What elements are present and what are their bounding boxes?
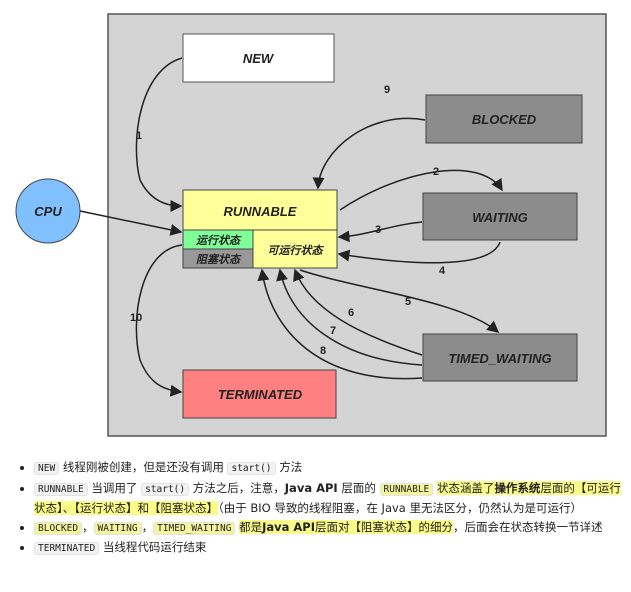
state-runnable-label: RUNNABLE: [224, 204, 297, 219]
transition-10: 10: [130, 312, 142, 324]
arrow-9: [312, 117, 426, 190]
state-notes: NEW 线程刚被创建，但是还没有调用 start() 方法 RUNNABLE 当…: [18, 458, 628, 559]
state-os-blocked-label: 阻塞状态: [196, 253, 242, 266]
note-terminated: TERMINATED 当线程代码运行结束: [34, 538, 628, 559]
note-blocked-waiting: BLOCKED，WAITING，TIMED_WAITING 都是Java API…: [34, 518, 628, 539]
arrow-2: [339, 169, 503, 211]
transition-7: 7: [330, 325, 336, 337]
state-waiting: [422, 192, 578, 241]
state-blocked-label: BLOCKED: [472, 112, 537, 127]
state-timed-waiting: [422, 333, 578, 382]
state-ready: [252, 229, 338, 269]
cpu-node: [15, 178, 81, 244]
state-terminated-label: TERMINATED: [218, 387, 303, 402]
arrow-cpu: [79, 210, 183, 236]
arrow-1: [135, 57, 183, 212]
note-runnable: RUNNABLE 当调用了 start() 方法之后，注意，Java API 层…: [34, 479, 628, 518]
state-timed-waiting-label: TIMED_WAITING: [448, 351, 551, 366]
arrow-10: [135, 244, 183, 397]
state-running-label: 运行状态: [196, 234, 242, 247]
state-new-label: NEW: [243, 51, 275, 66]
state-terminated: [182, 369, 337, 419]
transition-8: 8: [320, 345, 326, 357]
thread-state-diagram: NEW BLOCKED RUNNABLE 运行状态 阻塞状态 可运行状态 WAI…: [15, 13, 607, 437]
state-ready-label: 可运行状态: [268, 244, 325, 257]
arrow-6: [293, 268, 423, 356]
transition-5: 5: [405, 296, 411, 308]
transition-6: 6: [348, 307, 354, 319]
arrow-3: [337, 221, 423, 243]
transition-4: 4: [439, 265, 446, 277]
state-runnable: [182, 189, 338, 231]
transition-2: 2: [433, 166, 439, 178]
arrow-8: [257, 268, 423, 380]
transition-9: 9: [384, 84, 390, 96]
state-waiting-label: WAITING: [472, 210, 528, 225]
cpu-label: CPU: [34, 204, 62, 219]
arrow-5: [299, 269, 500, 333]
state-new: [182, 33, 335, 83]
transition-1: 1: [136, 130, 142, 142]
transition-3: 3: [375, 224, 381, 236]
state-blocked: [425, 94, 583, 144]
arrow-4: [337, 241, 501, 264]
note-new: NEW 线程刚被创建，但是还没有调用 start() 方法: [34, 458, 628, 479]
arrow-7: [276, 268, 423, 366]
